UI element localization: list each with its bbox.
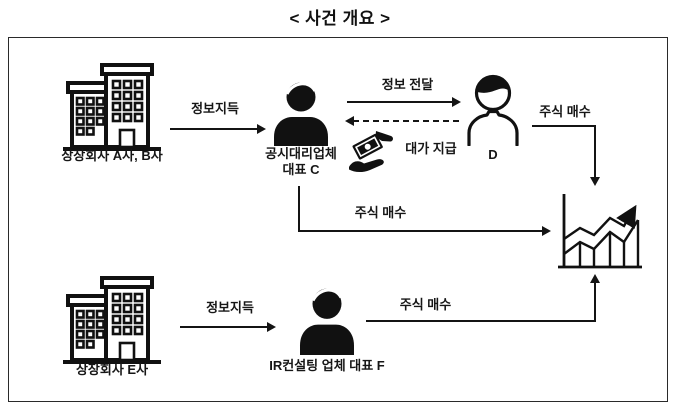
arrowhead-right-icon [452, 97, 461, 107]
edge-label-info-acquire-bottom: 정보지득 [206, 300, 254, 315]
building-e-icon [62, 274, 162, 367]
company-e-label: 상장회사 E사 [75, 362, 149, 377]
company-ab-label: 상장회사 A사, B사 [61, 148, 163, 163]
arrow-line-stock-buy-d-v [594, 125, 596, 178]
arrow-line-stock-buy-d-h [532, 125, 596, 127]
person-c-label-line2: 대표 C [282, 162, 320, 177]
person-f-label: IR컨설팅 업체 대표 F [269, 358, 385, 373]
person-f-icon [297, 287, 357, 355]
person-c-label-line1: 공시대리업체 [265, 146, 337, 161]
arrow-line-stock-buy-f-v [594, 283, 596, 322]
person-d-icon [462, 71, 524, 146]
person-c-icon [271, 81, 331, 146]
money-hand-icon [347, 130, 395, 175]
arrow-line-stock-buy-f-h [366, 320, 596, 322]
diagram-title: < 사건 개요 > [289, 9, 391, 28]
arrowhead-up-icon [590, 274, 600, 283]
stock-chart-icon [556, 192, 644, 272]
arrow-line-payment [353, 120, 459, 122]
edge-label-info-transfer: 정보 전달 [381, 77, 434, 92]
edge-label-stock-buy-f: 주식 매수 [399, 297, 452, 312]
arrowhead-left-icon [345, 116, 354, 126]
person-c-label: 공시대리업체 대표 C [251, 146, 351, 178]
arrow-line-info-acquire-top [170, 128, 258, 130]
arrow-line-info-acquire-bottom [180, 326, 268, 328]
edge-label-stock-buy-d: 주식 매수 [539, 104, 591, 119]
arrow-line-stock-buy-c-v [298, 186, 300, 231]
edge-label-stock-buy-c: 주식 매수 [354, 205, 407, 220]
arrow-line-info-transfer [347, 101, 453, 103]
person-d-label: D [488, 147, 498, 162]
arrowhead-right-icon [257, 124, 266, 134]
edge-label-payment: 대가 지급 [405, 141, 457, 156]
arrowhead-right-icon [267, 322, 276, 332]
building-ab-icon [62, 61, 162, 154]
arrowhead-right-icon [542, 226, 551, 236]
arrow-line-stock-buy-c-h [298, 230, 543, 232]
edge-label-info-acquire-top: 정보지득 [191, 101, 239, 116]
arrowhead-down-icon [590, 177, 600, 186]
